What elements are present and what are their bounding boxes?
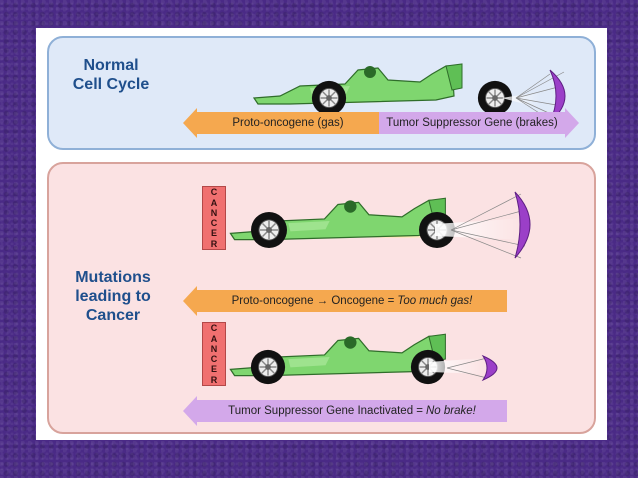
tumor-suppressor-label: Tumor Suppressor Gene (brakes) — [379, 112, 565, 134]
inactivated-suppressor-label: Tumor Suppressor Gene Inactivated =No br… — [197, 400, 507, 422]
oncogene-label: Proto-oncogene → Oncogene =Too much gas! — [197, 290, 507, 312]
front-wheel-icon — [250, 349, 286, 385]
proto-oncogene-label: Proto-oncogene (gas) — [197, 112, 379, 134]
front-wheel-icon — [311, 80, 347, 116]
mutations-panel-title: Mutations leading to Cancer — [75, 269, 151, 324]
too-much-gas-arrow: Proto-oncogene → Oncogene =Too much gas! — [183, 286, 507, 316]
too-much-gas-text: Too much gas! — [397, 295, 473, 307]
front-wheel-icon — [250, 211, 288, 249]
normal-panel-title: Normal Cell Cycle — [72, 57, 150, 93]
normal-gas-brake-arrow: Proto-oncogene (gas) Tumor Suppressor Ge… — [183, 108, 579, 138]
normal-cell-cycle-panel: Normal Cell Cycle Proto-oncogene (gas) T… — [47, 36, 596, 150]
race-car-no-brake — [229, 333, 498, 385]
race-car-too-much-gas — [229, 191, 531, 259]
no-brake-text: No brake! — [426, 405, 476, 417]
slide: Normal Cell Cycle Proto-oncogene (gas) T… — [36, 28, 607, 440]
parachute-icon — [450, 191, 531, 259]
no-brake-arrow: Tumor Suppressor Gene Inactivated =No br… — [183, 396, 507, 426]
collapsed-parachute-icon — [446, 354, 498, 382]
